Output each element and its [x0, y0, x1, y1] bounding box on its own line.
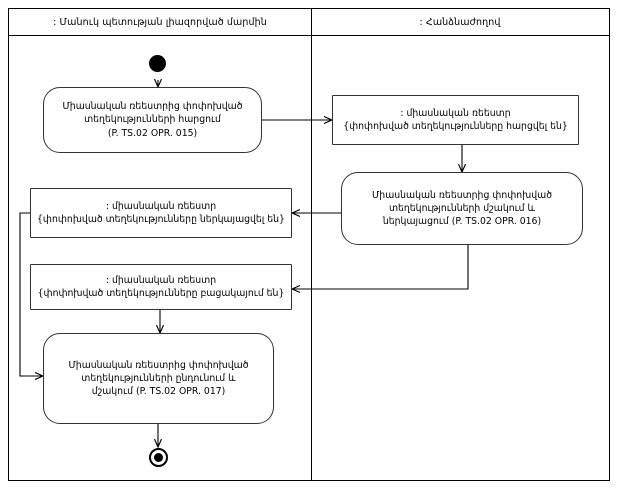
swimlane-title-left: : Մանուկ պետության լիազորված մարմին [53, 16, 267, 28]
object-node-absent[interactable]: : միասնական ռեեստր {փոփոխված տեղեկությու… [30, 264, 292, 310]
initial-node [149, 55, 166, 72]
activity-node-opr-015[interactable]: Միասնական ռեեստրից փոփոխված տեղեկություն… [43, 87, 262, 153]
activity-node-opr-016[interactable]: Միասնական ռեեստրից փոփոխված տեղեկություն… [341, 172, 583, 245]
swimlane-frame [8, 8, 610, 481]
activity-node-opr-015-label: Միասնական ռեեստրից փոփոխված տեղեկություն… [62, 101, 243, 139]
final-node [149, 448, 168, 467]
activity-node-opr-017-label: Միասնական ռեեստրից փոփոխված տեղեկություն… [68, 359, 249, 398]
object-node-requested-label: : միասնական ռեեստր {փոփոխված տեղեկությու… [343, 107, 568, 132]
object-node-presented[interactable]: : միասնական ռեեստր {փոփոխված տեղեկությու… [30, 188, 292, 238]
swimlane-title-right: : Հանձնաժողով [419, 16, 501, 28]
swimlane-header-left: : Մանուկ պետության լիազորված մարմին [9, 9, 311, 36]
activity-node-opr-016-label: Միասնական ռեեստրից փոփոխված տեղեկություն… [371, 189, 553, 228]
object-node-absent-label: : միասնական ռեեստր {փոփոխված տեղեկությու… [37, 274, 285, 299]
swimlane-header-right: : Հանձնաժողով [311, 9, 609, 36]
swimlane-divider [311, 9, 312, 480]
activity-node-opr-017[interactable]: Միասնական ռեեստրից փոփոխված տեղեկություն… [43, 333, 274, 424]
object-node-requested[interactable]: : միասնական ռեեստր {փոփոխված տեղեկությու… [332, 95, 579, 145]
object-node-presented-label: : միասնական ռեեստր {փոփոխված տեղեկությու… [37, 200, 285, 225]
